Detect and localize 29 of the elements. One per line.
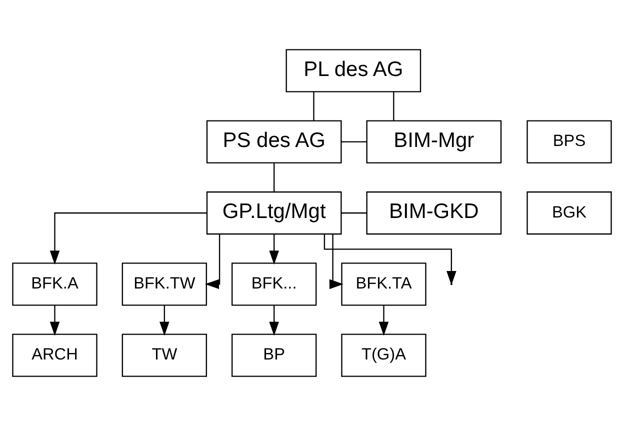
node-box: BIM-Mgr bbox=[366, 120, 502, 163]
arrow bbox=[324, 234, 456, 285]
connector bbox=[341, 212, 367, 214]
arrow bbox=[50, 212, 207, 264]
connector bbox=[313, 92, 314, 120]
node-box: ARCH bbox=[12, 333, 98, 376]
arrow bbox=[269, 234, 279, 264]
connector bbox=[274, 162, 275, 192]
arrow bbox=[205, 234, 220, 289]
arrow bbox=[378, 305, 389, 336]
arrow bbox=[160, 305, 170, 336]
node-box: PS des AG bbox=[206, 120, 342, 163]
arrow bbox=[269, 305, 279, 336]
node-box: BFK.TW bbox=[122, 262, 207, 306]
node-box: BP bbox=[232, 333, 317, 376]
node-box: BFK.A bbox=[12, 262, 98, 306]
connector bbox=[341, 140, 367, 142]
node-box: T(G)A bbox=[341, 333, 426, 376]
node-box: BGK bbox=[526, 190, 612, 234]
node-box: BPS bbox=[526, 120, 612, 163]
arrow bbox=[329, 234, 344, 289]
node-box: BFK.TA bbox=[341, 262, 426, 306]
node-box: PL des AG bbox=[286, 48, 422, 92]
node-box: BIM-GKD bbox=[366, 190, 502, 234]
arrow bbox=[50, 305, 60, 336]
node-box: BFK... bbox=[232, 262, 317, 306]
node-box: TW bbox=[122, 333, 207, 376]
connector bbox=[393, 92, 394, 120]
node-box: GP.Ltg/Mgt bbox=[206, 190, 342, 234]
